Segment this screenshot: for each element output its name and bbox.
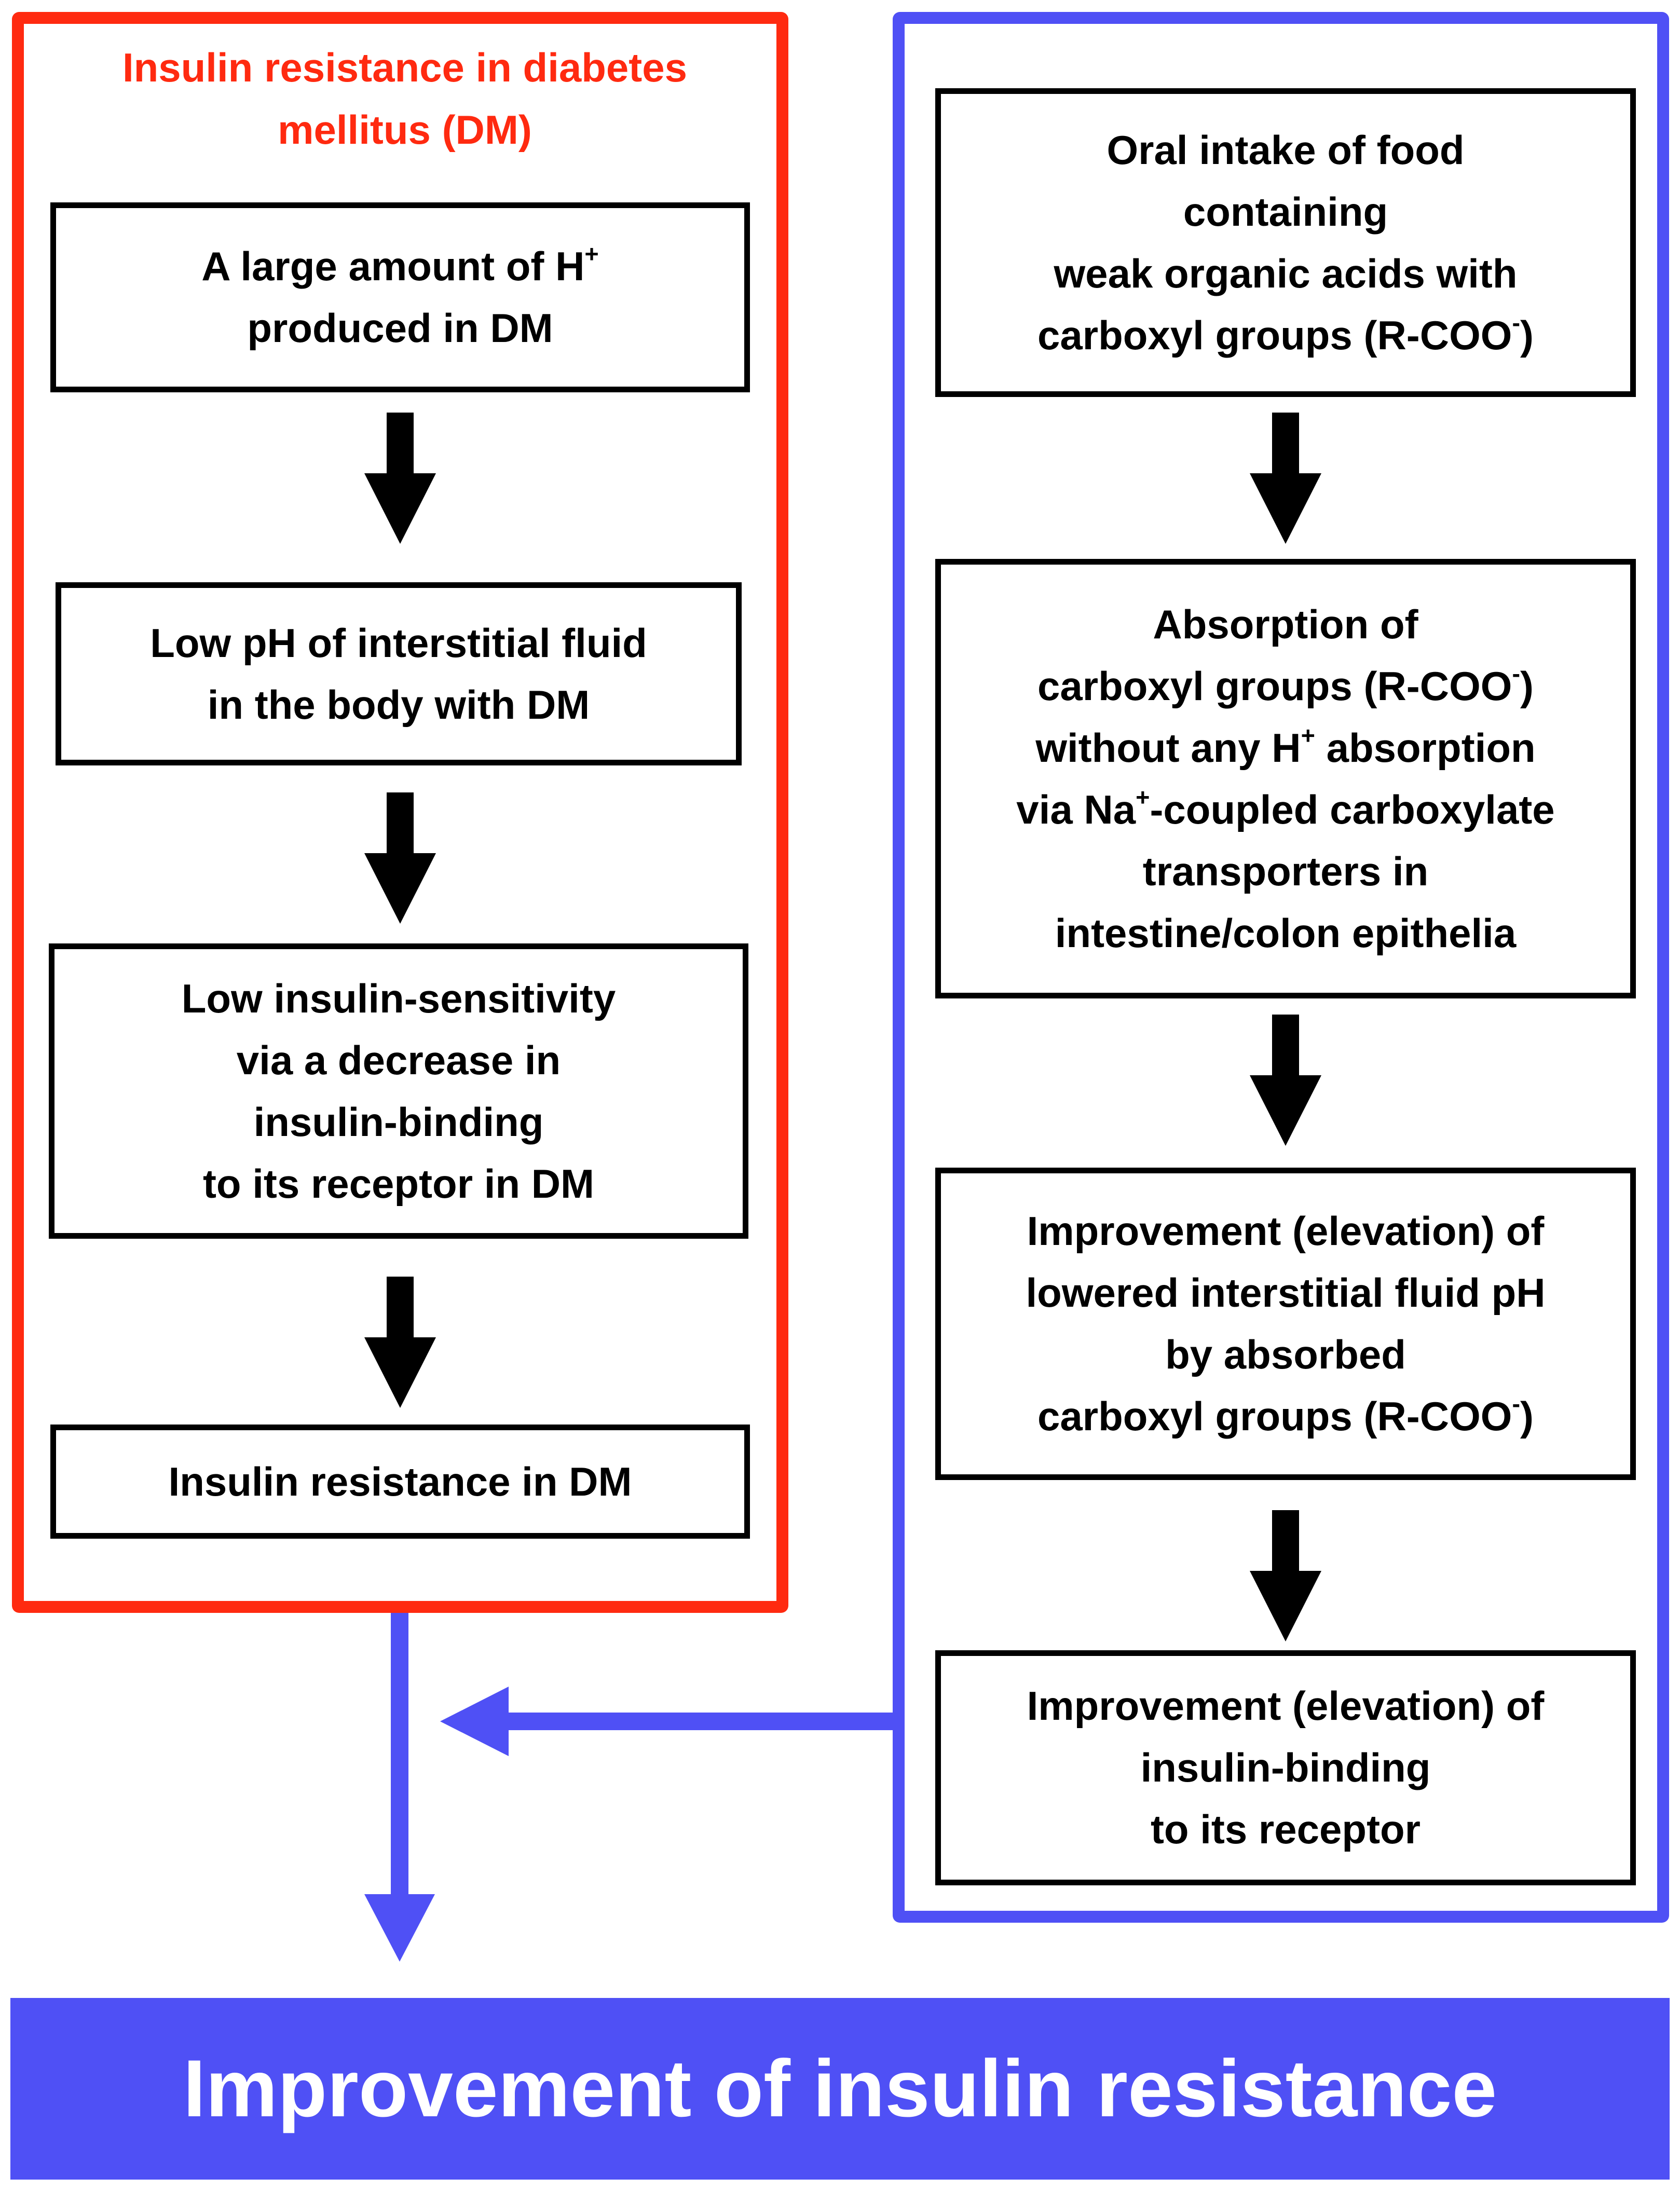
right-step-4-line-2: insulin-binding [1140,1745,1431,1790]
right-step-3-line-1: Improvement (elevation) of [1027,1208,1545,1254]
left-step-3-line-2: via a decrease in [236,1037,561,1083]
blue-down-arrow-icon [364,1613,435,1962]
blue-left-arrow-icon [440,1687,894,1756]
right-step-3-box: Improvement (elevation) of lowered inter… [935,1168,1636,1480]
right-step-1-line-4: carboxyl groups (R-COO-) [1037,309,1534,358]
right-panel-carboxylate-pathway [893,12,1669,1923]
left-arrow-3-icon [364,1277,436,1408]
left-step-3-box: Low insulin-sensitivity via a decrease i… [49,943,748,1239]
left-step-4-box: Insulin resistance in DM [50,1425,750,1539]
left-step-1-box: A large amount of H+ produced in DM [50,202,750,392]
right-arrow-3-icon [1250,1510,1321,1641]
right-arrow-2-icon [1250,1015,1321,1146]
right-step-2-line-5: transporters in [1142,848,1429,894]
right-step-1-line-1: Oral intake of food [1107,127,1465,173]
right-step-2-line-2: carboxyl groups (R-COO-) [1037,660,1534,709]
right-step-3-line-2: lowered interstitial fluid pH [1026,1270,1546,1316]
left-panel-title-line-1: Insulin resistance in diabetes [122,45,688,90]
left-step-3-line-1: Low insulin-sensitivity [181,975,616,1021]
right-step-2-box: Absorption of carboxyl groups (R-COO-) w… [935,559,1636,998]
left-panel-insulin-resistance-pathway [12,12,788,1613]
right-step-1-line-2: containing [1183,188,1388,235]
right-step-4-line-1: Improvement (elevation) of [1027,1683,1545,1729]
right-step-1-line-3: weak organic acids with [1054,250,1518,296]
left-step-1-line-2: produced in DM [247,305,553,351]
right-step-4-box: Improvement (elevation) of insulin-bindi… [935,1650,1636,1885]
right-arrow-1-icon [1250,413,1321,544]
right-step-4-line-3: to its receptor [1150,1806,1421,1852]
right-step-2-line-1: Absorption of [1153,601,1418,647]
left-step-3-line-4: to its receptor in DM [202,1160,595,1207]
right-step-3-line-4: carboxyl groups (R-COO-) [1037,1390,1534,1439]
left-panel-title-line-2: mellitus (DM) [278,107,532,153]
outcome-banner: Improvement of insulin resistance [10,1998,1670,2180]
right-step-3-line-3: by absorbed [1165,1332,1406,1377]
left-step-2-line-2: in the body with DM [207,681,590,728]
left-step-2-box: Low pH of interstitial fluid in the body… [56,582,742,765]
left-step-3-line-3: insulin-binding [253,1099,544,1145]
right-step-1-box: Oral intake of food containing weak orga… [935,88,1636,397]
right-step-2-line-4: via Na+-coupled carboxylate [1016,783,1555,832]
left-panel-title: Insulin resistance in diabetes mellitus … [42,36,768,161]
right-step-2-line-6: intestine/colon epithelia [1055,910,1517,956]
outcome-label: Improvement of insulin resistance [183,2043,1497,2134]
left-arrow-2-icon [364,792,436,924]
right-step-2-line-3: without any H+ absorption [1035,721,1536,771]
left-step-1-line-1: A large amount of H+ [201,240,599,289]
left-arrow-1-icon [364,413,436,544]
left-step-4-line-1: Insulin resistance in DM [168,1458,632,1504]
left-step-2-line-1: Low pH of interstitial fluid [150,620,647,666]
